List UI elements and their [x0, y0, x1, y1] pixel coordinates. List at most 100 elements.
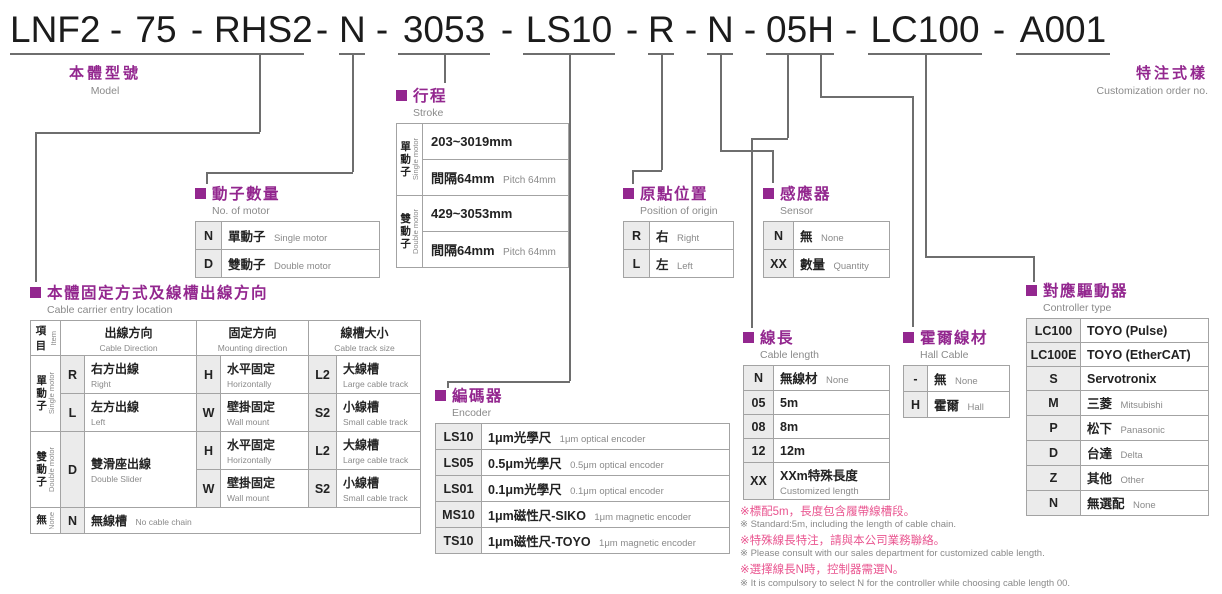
table-row: N 無選配 None [1026, 490, 1209, 516]
model-code-segment: LNF2 [10, 9, 101, 50]
bullet-square-icon [195, 187, 206, 199]
model-code-segment: LC100 [870, 9, 980, 50]
option-description: 水平固定 Horizontally [220, 431, 309, 470]
table-row: - 無 None [903, 365, 1010, 392]
model-code-segment: 05H [766, 9, 834, 50]
connector-line [925, 256, 1034, 258]
table-row: D 雙動子 Double motor [195, 249, 380, 278]
option-description: 大線槽 Large cable track [336, 431, 421, 470]
option-description: 左方出線 Left [84, 393, 197, 432]
option-description: 左 Left [649, 249, 734, 278]
group-label-en: Single motor [411, 138, 421, 181]
section-title-zh: 感應器 [780, 186, 832, 203]
option-code: LS10 [435, 423, 482, 450]
table-row: H 霍爾 Hall [903, 391, 1010, 418]
model-code-segment: 3053 [402, 9, 486, 50]
table-row: 12 12m [743, 438, 890, 463]
table-row: 雙動子 Double motor 429~3053mm [396, 195, 569, 268]
section-title-zh: 編碼器 [452, 388, 504, 405]
option-description: 1μm光學尺 1μm optical encoder [481, 423, 730, 450]
option-code: 08 [743, 414, 774, 439]
section-origin: 原點位置 Position of origin R 右 Right L 左 Le… [623, 182, 734, 278]
section-title: 動子數量 [195, 182, 380, 204]
option-description: 無 None [927, 365, 1010, 392]
table-row: 05 5m [743, 390, 890, 415]
section-title: 線長 [743, 326, 890, 348]
option-description: 大線槽 Large cable track [336, 355, 421, 394]
table-row: R 右 Right [623, 221, 734, 250]
table-row: P 松下 Panasonic [1026, 415, 1209, 441]
option-code: LS05 [435, 449, 482, 476]
option-code: 05 [743, 390, 774, 415]
option-code: LC100 [1026, 318, 1081, 343]
section-title-zh: 線長 [760, 330, 795, 347]
table-row: 雙動子 Double motor D 雙滑座出線 Double Slider H… [30, 431, 421, 508]
section-title-zh: 原點位置 [640, 186, 709, 203]
bullet-square-icon [1026, 284, 1037, 296]
group-label-cell: 雙動子 Double motor [396, 195, 423, 268]
underline [1016, 53, 1110, 55]
option-code: H [196, 355, 221, 394]
connector-line [787, 53, 789, 138]
option-code: TS10 [435, 527, 482, 554]
connector-line [447, 381, 449, 388]
option-code: L2 [308, 431, 337, 470]
section-title-en: Sensor [780, 205, 814, 217]
model-code-hyphen: - [625, 9, 639, 50]
note-zh: ※特殊線長特注，請與本公司業務聯絡。 [740, 535, 946, 548]
section-cable-length: 線長 Cable length N 無線材 None 05 5m 08 [743, 326, 890, 500]
section-title: 本體固定方式及線槽出線方向 [30, 281, 421, 303]
section-mounting: 本體固定方式及線槽出線方向 Cable carrier entry locati… [30, 281, 421, 534]
table-row: M 三菱 Mitsubishi [1026, 390, 1209, 416]
option-description: 單動子 Single motor [221, 221, 380, 250]
section-stroke: 行程 Stroke 單動子 Single motor 203~3019mm [396, 84, 569, 268]
connector-line [820, 53, 822, 96]
group-label-cell: 雙動子 Double motor [30, 431, 61, 508]
section-sensor: 感應器 Sensor N 無 None XX 數量 Quantity [763, 182, 890, 278]
option-description: TOYO (Pulse) [1080, 318, 1209, 343]
section-title: 行程 [396, 84, 569, 106]
table-row: 單動子 Single motor R 右方出線 Right H 水平固定 Hor… [30, 355, 421, 432]
note-en: ※ Please consult with our sales departme… [740, 548, 1045, 560]
group-label-en: Double motor [411, 208, 421, 255]
group-label-zh: 單動子 [399, 140, 412, 179]
model-code-segment: RHS2 [214, 9, 313, 50]
option-description: 1μm磁性尺-SIKO 1μm magnetic encoder [481, 501, 730, 528]
table-row: LS01 0.1μm光學尺 0.1μm optical encoder [435, 475, 730, 502]
option-code: R [623, 221, 650, 250]
option-code: R [60, 355, 85, 394]
customization-label-zh: 特注式樣 [1135, 65, 1208, 82]
connector-line [820, 96, 913, 98]
motor-count-table: N 單動子 Single motor D 雙動子 Double motor [195, 221, 380, 278]
option-code: XX [763, 249, 794, 278]
option-description: 台達 Delta [1080, 440, 1209, 466]
connector-line [632, 170, 662, 172]
option-code: N [60, 507, 85, 534]
section-title: 原點位置 [623, 182, 734, 204]
table-row: MS10 1μm磁性尺-SIKO 1μm magnetic encoder [435, 501, 730, 528]
connector-line [444, 53, 446, 83]
mounting-table: 項目 Item 出線方向 Cable Direction 固定方向 Mounti… [30, 320, 421, 534]
group-label-cell: 單動子 Single motor [396, 123, 423, 196]
option-code: W [196, 469, 221, 508]
bullet-square-icon [763, 187, 774, 199]
table-row: N 無線材 None [743, 365, 890, 391]
note-zh: ※選擇線長N時，控制器需選N。 [740, 564, 905, 577]
section-title-zh: 動子數量 [212, 186, 281, 203]
model-code-hyphen: - [315, 9, 329, 50]
bullet-square-icon [623, 187, 634, 199]
section-hall-cable: 霍爾線材 Hall Cable - 無 None H 霍爾 Hall [903, 326, 1010, 418]
option-code: N [743, 365, 774, 391]
option-description: XXm特殊長度 Customized length [773, 462, 890, 500]
section-encoder: 編碼器 Encoder LS10 1μm光學尺 1μm optical enco… [435, 384, 730, 554]
option-description: 無線材 None [773, 365, 890, 391]
table-header-row: 項目 Item 出線方向 Cable Direction 固定方向 Mounti… [30, 320, 421, 356]
section-title-en: Encoder [452, 407, 492, 419]
connector-line [352, 53, 354, 172]
table-row: Z 其他 Other [1026, 465, 1209, 491]
stroke-table: 單動子 Single motor 203~3019mm 間隔64mm Pitch… [396, 123, 569, 268]
table-row: N 單動子 Single motor [195, 221, 380, 250]
table-row: LC100 TOYO (Pulse) [1026, 318, 1209, 343]
connector-line [925, 53, 927, 256]
table-row: LS10 1μm光學尺 1μm optical encoder [435, 423, 730, 450]
